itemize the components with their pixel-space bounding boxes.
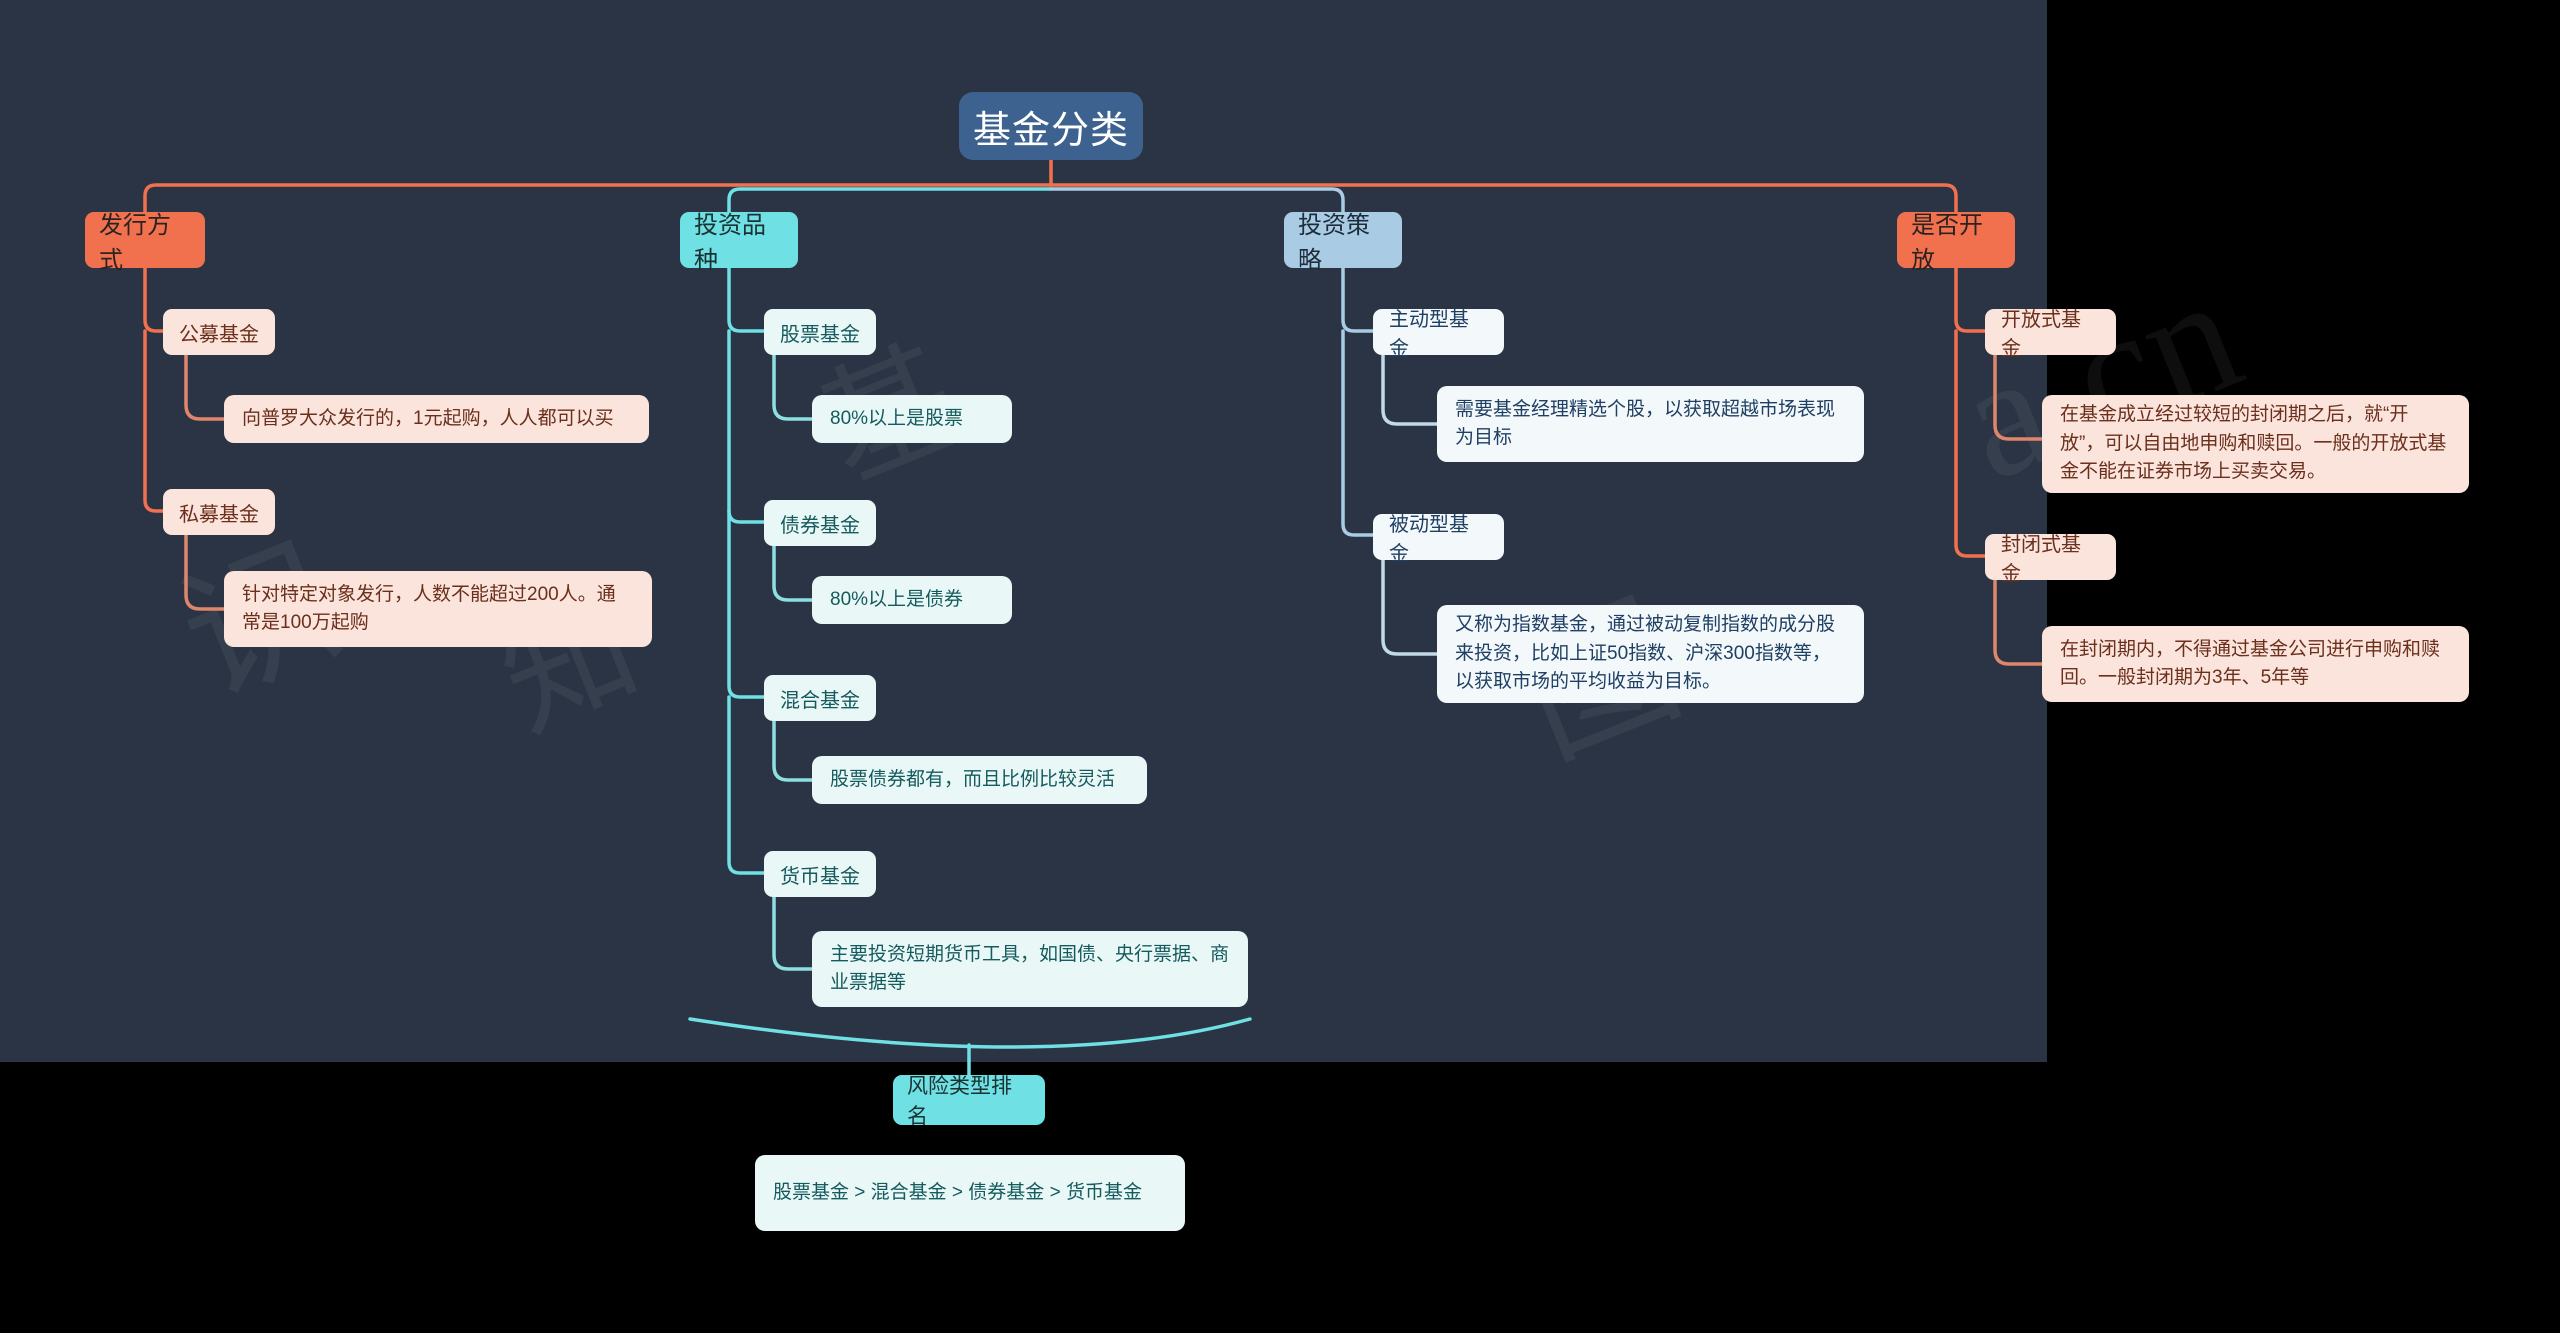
node-label-private-fund: 私募基金 [179,503,259,526]
detail-text-passive-fund: 又称为指数基金，通过被动复制指数的成分股来投资，比如上证50指数、沪深300指数… [1455,614,1836,693]
root-node-label: 基金分类 [972,109,1129,152]
summary-node-risk-ranking[interactable]: 风险类型排名 [893,1075,1045,1128]
node-passive-fund[interactable]: 被动型基金 [1373,514,1504,565]
summary-detail-text-risk-ranking: 股票基金 > 混合基金 > 债券基金 > 货币基金 [773,1181,1142,1203]
node-bond-fund[interactable]: 债券基金 [764,500,876,546]
detail-text-bond-fund: 80%以上是债券 [830,588,964,610]
node-label-passive-fund: 被动型基金 [1389,514,1469,565]
node-closed-end-fund[interactable]: 封闭式基金 [1985,534,2116,585]
detail-money-fund[interactable]: 主要投资短期货币工具，如国债、央行票据、商业票据等 [812,931,1248,1007]
summary-detail-risk-ranking[interactable]: 股票基金 > 混合基金 > 债券基金 > 货币基金 [755,1155,1185,1231]
node-label-hybrid-fund: 混合基金 [780,689,860,712]
detail-text-public-fund: 向普罗大众发行的，1元起购，人人都可以买 [242,407,614,429]
node-public-fund[interactable]: 公募基金 [163,309,275,355]
detail-active-fund[interactable]: 需要基金经理精选个股，以获取超越市场表现为目标 [1437,386,1864,462]
node-hybrid-fund[interactable]: 混合基金 [764,675,876,721]
detail-closed-end-fund[interactable]: 在封闭期内，不得通过基金公司进行申购和赎回。一般封闭期为3年、5年等 [2042,626,2469,702]
node-label-public-fund: 公募基金 [179,323,259,346]
branch-node-issue-method[interactable]: 发行方式 [85,212,205,274]
branch-node-investment-variety[interactable]: 投资品种 [680,212,798,274]
detail-text-money-fund: 主要投资短期货币工具，如国债、央行票据、商业票据等 [830,943,1230,994]
detail-passive-fund[interactable]: 又称为指数基金，通过被动复制指数的成分股来投资，比如上证50指数、沪深300指数… [1437,605,1864,703]
node-money-fund[interactable]: 货币基金 [764,851,876,897]
branch-label-investment-strategy: 投资策略 [1298,212,1370,274]
node-label-stock-fund: 股票基金 [780,323,860,346]
detail-open-end-fund[interactable]: 在基金成立经过较短的封闭期之后，就“开放”，可以自由地申购和赎回。一般的开放式基… [2042,395,2469,493]
node-active-fund[interactable]: 主动型基金 [1373,309,1504,360]
detail-hybrid-fund[interactable]: 股票债券都有，而且比例比较灵活 [812,756,1147,804]
branch-label-issue-method: 发行方式 [99,212,171,274]
branch-label-investment-variety: 投资品种 [694,212,766,274]
node-label-active-fund: 主动型基金 [1389,309,1469,360]
detail-private-fund[interactable]: 针对特定对象发行，人数不能超过200人。通常是100万起购 [224,571,652,647]
detail-text-open-end-fund: 在基金成立经过较短的封闭期之后，就“开放”，可以自由地申购和赎回。一般的开放式基… [2060,404,2447,483]
node-label-bond-fund: 债券基金 [780,514,860,537]
mindmap-panel [0,0,2047,1062]
node-private-fund[interactable]: 私募基金 [163,489,275,535]
node-label-closed-end-fund: 封闭式基金 [2001,534,2081,585]
branch-node-investment-strategy[interactable]: 投资策略 [1284,212,1402,274]
detail-text-private-fund: 针对特定对象发行，人数不能超过200人。通常是100万起购 [242,583,616,634]
detail-bond-fund[interactable]: 80%以上是债券 [812,576,1012,624]
detail-text-closed-end-fund: 在封闭期内，不得通过基金公司进行申购和赎回。一般封闭期为3年、5年等 [2060,638,2441,689]
node-label-money-fund: 货币基金 [780,865,860,888]
detail-stock-fund[interactable]: 80%以上是股票 [812,395,1012,443]
detail-public-fund[interactable]: 向普罗大众发行的，1元起购，人人都可以买 [224,395,649,443]
summary-label-risk-ranking: 风险类型排名 [907,1075,1012,1128]
node-label-open-end-fund: 开放式基金 [2001,309,2081,360]
node-stock-fund[interactable]: 股票基金 [764,309,876,355]
detail-text-stock-fund: 80%以上是股票 [830,407,964,429]
branch-node-open-or-closed[interactable]: 是否开放 [1897,212,2015,274]
detail-text-active-fund: 需要基金经理精选个股，以获取超越市场表现为目标 [1455,398,1836,449]
node-open-end-fund[interactable]: 开放式基金 [1985,309,2116,360]
detail-text-hybrid-fund: 股票债券都有，而且比例比较灵活 [830,768,1116,790]
branch-label-open-or-closed: 是否开放 [1911,212,1983,274]
root-node[interactable]: 基金分类 [959,92,1143,160]
